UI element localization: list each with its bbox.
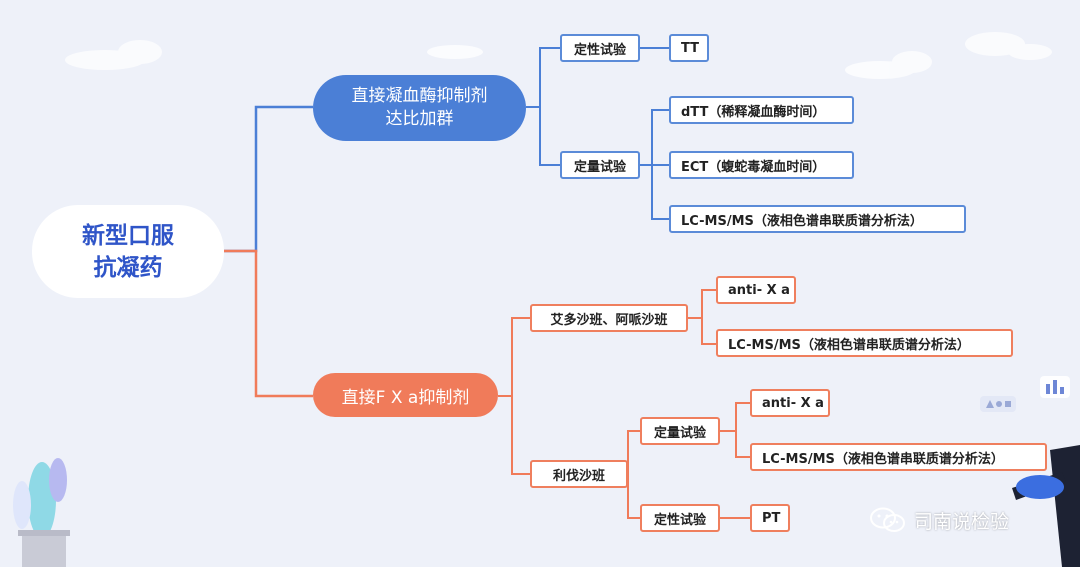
node-pt[interactable]: PT <box>750 504 790 532</box>
chart-widget-icon <box>1040 376 1070 398</box>
node-label: ECT（蝮蛇毒凝血时间） <box>681 159 826 175</box>
branch-direct-thrombin[interactable]: 直接凝血酶抑制剂 达比加群 <box>313 75 526 141</box>
node-lcmsms[interactable]: LC-MS/MS（液相色谱串联质谱分析法） <box>750 443 1047 471</box>
watermark-text: 司南说检验 <box>914 510 1010 533</box>
node-tt[interactable]: TT <box>669 34 709 62</box>
node-label: 艾多沙班、阿哌沙班 <box>550 312 668 328</box>
node-label: LC-MS/MS（液相色谱串联质谱分析法） <box>762 451 1004 467</box>
node-label: 定性试验 <box>653 512 706 528</box>
node-label: 定量试验 <box>573 159 626 175</box>
root-line-1: 新型口服 <box>82 222 174 249</box>
node-qualitative-test[interactable]: 定性试验 <box>640 504 720 532</box>
node-lcmsms[interactable]: LC-MS/MS（液相色谱串联质谱分析法） <box>716 329 1013 357</box>
node-ect[interactable]: ECT（蝮蛇毒凝血时间） <box>669 151 854 179</box>
node-label: LC-MS/MS（液相色谱串联质谱分析法） <box>681 213 923 229</box>
watermark: 司南说检验 <box>868 505 1009 535</box>
branch-direct-fxa[interactable]: 直接F X a抑制剂 <box>313 373 498 417</box>
plant-illustration <box>13 458 70 567</box>
node-dtt[interactable]: dTT（稀释凝血酶时间） <box>669 96 854 124</box>
node-label: anti- X a <box>762 395 824 411</box>
branch-direct-fxa-label: 直接F X a抑制剂 <box>341 387 470 408</box>
node-label: PT <box>762 510 781 526</box>
node-label: anti- X a <box>728 282 790 298</box>
node-edoxaban-apixaban[interactable]: 艾多沙班、阿哌沙班 <box>530 304 688 332</box>
node-label: TT <box>681 40 700 56</box>
node-label: dTT（稀释凝血酶时间） <box>681 104 826 120</box>
node-lcmsms[interactable]: LC-MS/MS（液相色谱串联质谱分析法） <box>669 205 966 233</box>
branch-direct-thrombin-line-1: 直接凝血酶抑制剂 <box>351 86 488 106</box>
node-quantitative-test[interactable]: 定量试验 <box>640 417 720 445</box>
branch-direct-thrombin-line-2: 达比加群 <box>385 109 454 129</box>
shapes-widget-icon <box>980 396 1016 412</box>
node-label: 利伐沙班 <box>552 468 605 484</box>
node-anti-xa[interactable]: anti- X a <box>750 389 830 417</box>
node-label: 定量试验 <box>653 425 706 441</box>
root-node[interactable]: 新型口服 抗凝药 <box>32 205 224 298</box>
root-line-2: 抗凝药 <box>93 254 163 281</box>
node-qualitative-test[interactable]: 定性试验 <box>560 34 640 62</box>
node-anti-xa[interactable]: anti- X a <box>716 276 796 304</box>
node-label: 定性试验 <box>573 42 626 58</box>
wechat-icon <box>870 507 905 532</box>
node-label: LC-MS/MS（液相色谱串联质谱分析法） <box>728 337 970 353</box>
node-rivaroxaban[interactable]: 利伐沙班 <box>530 460 628 488</box>
node-quantitative-test[interactable]: 定量试验 <box>560 151 640 179</box>
person-illustration <box>1012 445 1080 567</box>
